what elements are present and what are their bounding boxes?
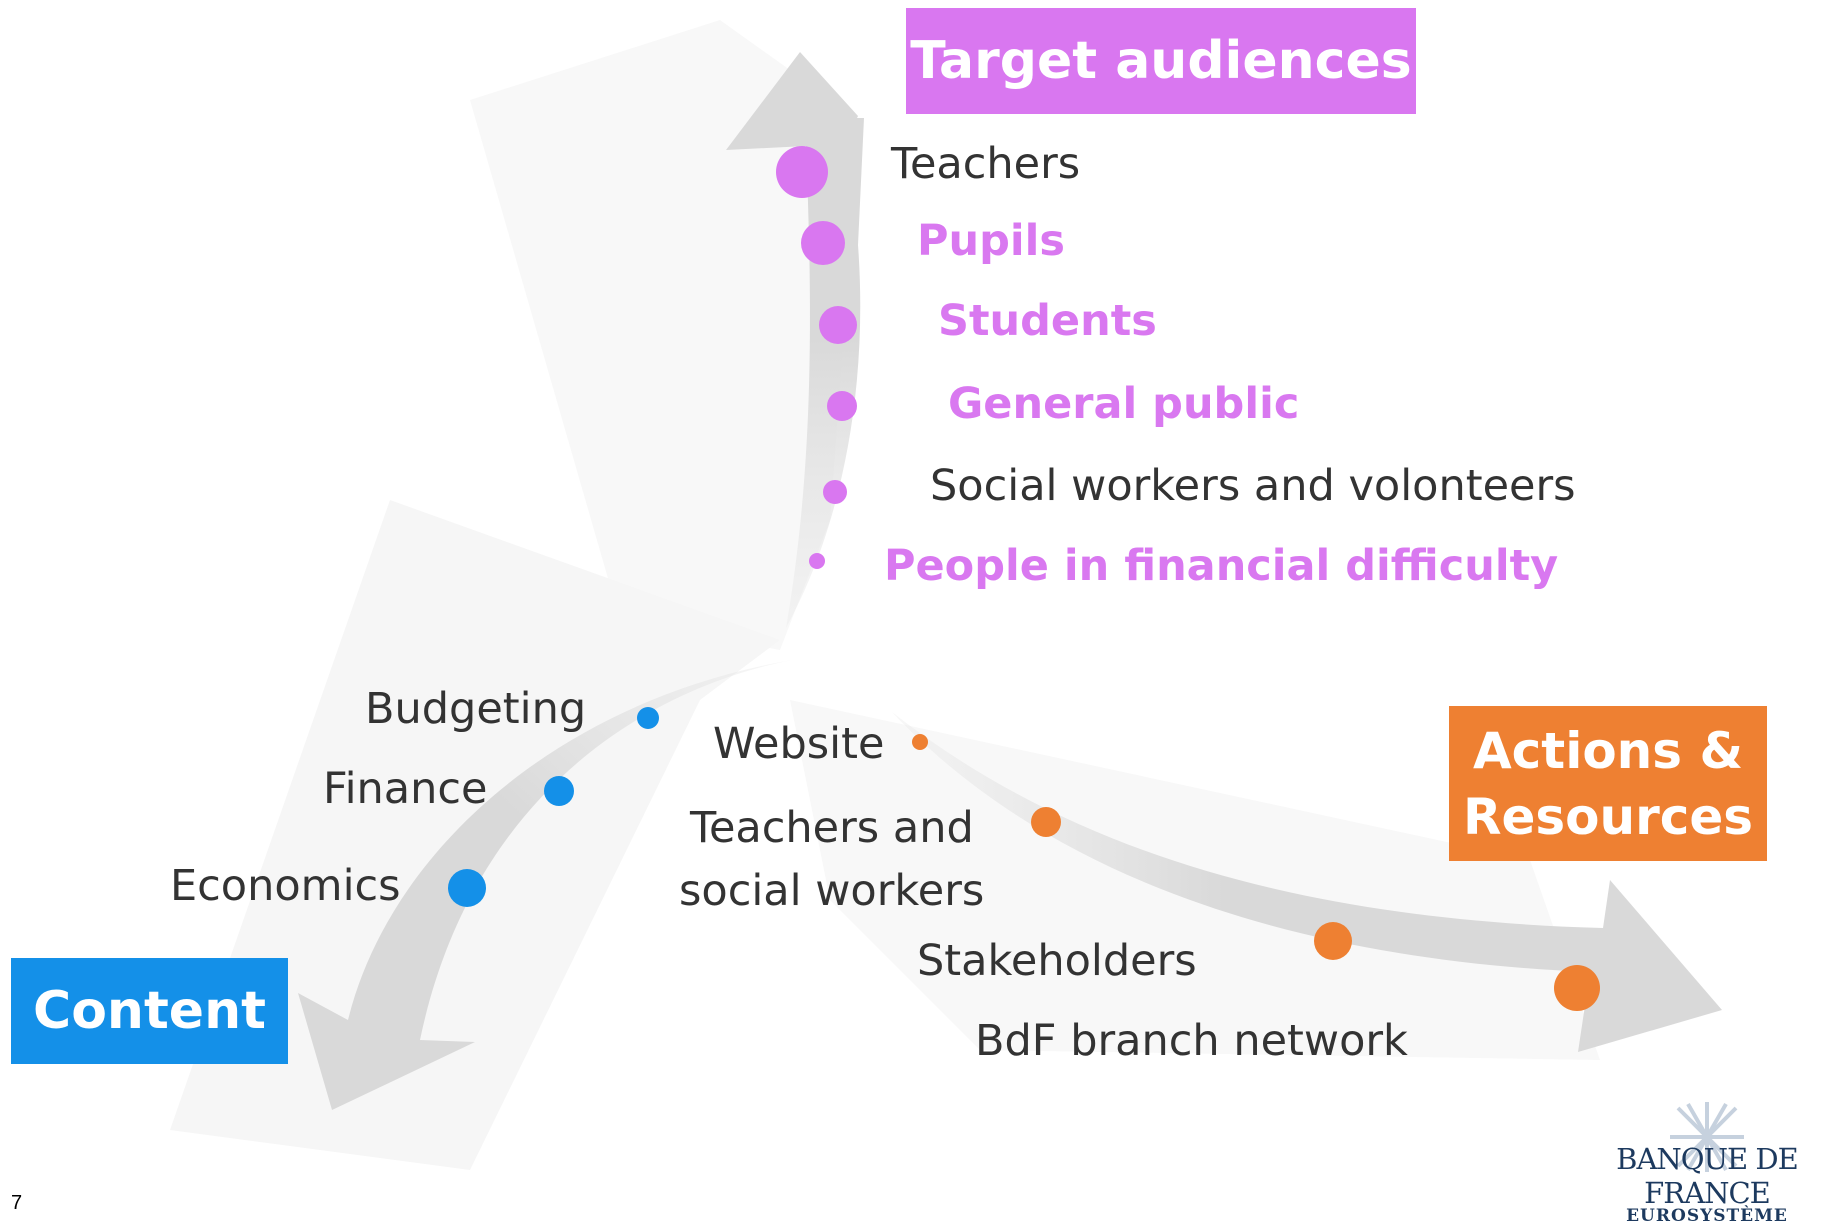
dot-teachers <box>776 146 828 198</box>
action-label-teachers-and: Teachers and <box>690 803 974 853</box>
actions-title-line2: Resources <box>1462 787 1754 846</box>
dot-finance <box>544 776 574 806</box>
action-label-website: Website <box>713 719 885 769</box>
dot-stakeholders <box>1314 922 1352 960</box>
actions-resources-box: Actions & Resources <box>1449 706 1767 861</box>
content-label-finance: Finance <box>323 764 488 814</box>
action-label-bdf-branch: BdF branch network <box>975 1016 1408 1066</box>
action-label-stakeholders: Stakeholders <box>917 936 1197 986</box>
dot-pupils <box>801 221 845 265</box>
audience-label-social-workers: Social workers and volonteers <box>930 461 1576 511</box>
content-box: Content <box>11 958 288 1064</box>
audience-label-teachers: Teachers <box>891 139 1081 189</box>
dot-people-difficulty <box>809 553 825 569</box>
action-label-social-workers: social workers <box>679 866 985 916</box>
dot-website <box>912 734 928 750</box>
target-audiences-title: Target audiences <box>910 31 1412 91</box>
audience-label-students: Students <box>938 296 1157 346</box>
content-label-economics: Economics <box>170 861 401 911</box>
actions-title-line1: Actions & <box>1472 721 1744 780</box>
banque-de-france-logo: BANQUE DE FRANCE EUROSYSTÈME <box>1578 1100 1836 1226</box>
dot-students <box>819 306 857 344</box>
arrow-right <box>892 712 1722 1052</box>
logo-subtitle: EUROSYSTÈME <box>1626 1206 1788 1226</box>
logo-emblem-icon <box>1670 1102 1744 1172</box>
audience-label-general-public: General public <box>948 379 1300 429</box>
content-label-budgeting: Budgeting <box>365 684 587 734</box>
dot-social-workers <box>823 480 847 504</box>
arrow-down-left <box>298 660 792 1110</box>
content-title: Content <box>33 981 266 1041</box>
dot-teachers-social <box>1031 807 1061 837</box>
dot-bdf-branch <box>1554 965 1600 1011</box>
logo-name: BANQUE DE FRANCE <box>1616 1142 1799 1210</box>
dot-budgeting <box>637 707 659 729</box>
dot-economics <box>448 869 486 907</box>
audience-label-people-difficulty: People in financial difficulty <box>884 541 1559 591</box>
target-audiences-box: Target audiences <box>906 8 1416 114</box>
dot-general-public <box>827 391 857 421</box>
audience-label-pupils: Pupils <box>917 216 1065 266</box>
page-number: 7 <box>11 1192 23 1214</box>
bg-shape-top <box>470 20 860 650</box>
